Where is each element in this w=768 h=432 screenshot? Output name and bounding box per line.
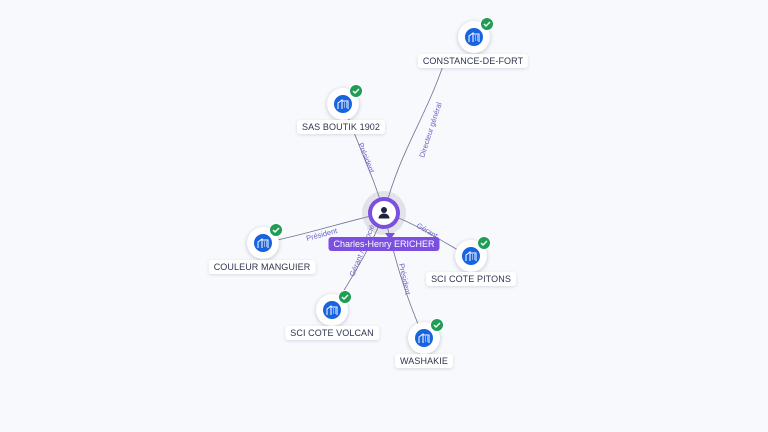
person-node[interactable] xyxy=(362,191,406,240)
company-label-washakie[interactable]: WASHAKIE xyxy=(395,354,453,368)
company-node-pitons[interactable] xyxy=(455,236,491,272)
person-name-label[interactable]: Charles-Henry ERICHER xyxy=(328,237,440,251)
building-icon xyxy=(462,247,480,265)
company-node-manguier[interactable] xyxy=(247,223,283,259)
company-node-boutik[interactable] xyxy=(327,84,363,120)
edge-constance xyxy=(383,59,446,214)
verified-check-icon xyxy=(349,84,363,98)
building-icon xyxy=(415,329,433,347)
verified-check-icon xyxy=(338,290,352,304)
verified-check-icon xyxy=(480,17,494,31)
verified-check-icon xyxy=(430,318,444,332)
building-icon xyxy=(465,28,483,46)
company-label-boutik[interactable]: SAS BOUTIK 1902 xyxy=(296,120,386,134)
person-pin[interactable] xyxy=(368,197,400,240)
building-icon xyxy=(334,95,352,113)
relation-label-washakie: Président xyxy=(397,263,413,297)
relation-label-constance: Directeur général xyxy=(417,101,443,159)
company-label-volcan[interactable]: SCI COTE VOLCAN xyxy=(285,326,379,340)
verified-check-icon xyxy=(269,223,283,237)
company-circle[interactable] xyxy=(455,236,491,272)
person-icon xyxy=(372,201,396,225)
verified-check-icon xyxy=(477,236,491,250)
company-circle[interactable] xyxy=(408,318,444,354)
company-node-volcan[interactable] xyxy=(316,290,352,326)
building-icon xyxy=(254,234,272,252)
pin-tail xyxy=(385,233,395,240)
company-node-washakie[interactable] xyxy=(408,318,444,354)
company-circle[interactable] xyxy=(458,17,494,53)
company-circle[interactable] xyxy=(247,223,283,259)
company-node-constance[interactable] xyxy=(458,17,494,53)
relation-label-boutik: Président xyxy=(356,141,377,175)
company-label-manguier[interactable]: COULEUR MANGUIER xyxy=(208,260,316,274)
building-icon xyxy=(323,301,341,319)
company-label-constance[interactable]: CONSTANCE-DE-FORT xyxy=(417,54,529,68)
company-label-pitons[interactable]: SCI COTE PITONS xyxy=(426,272,516,286)
company-circle[interactable] xyxy=(316,290,352,326)
company-circle[interactable] xyxy=(327,84,363,120)
